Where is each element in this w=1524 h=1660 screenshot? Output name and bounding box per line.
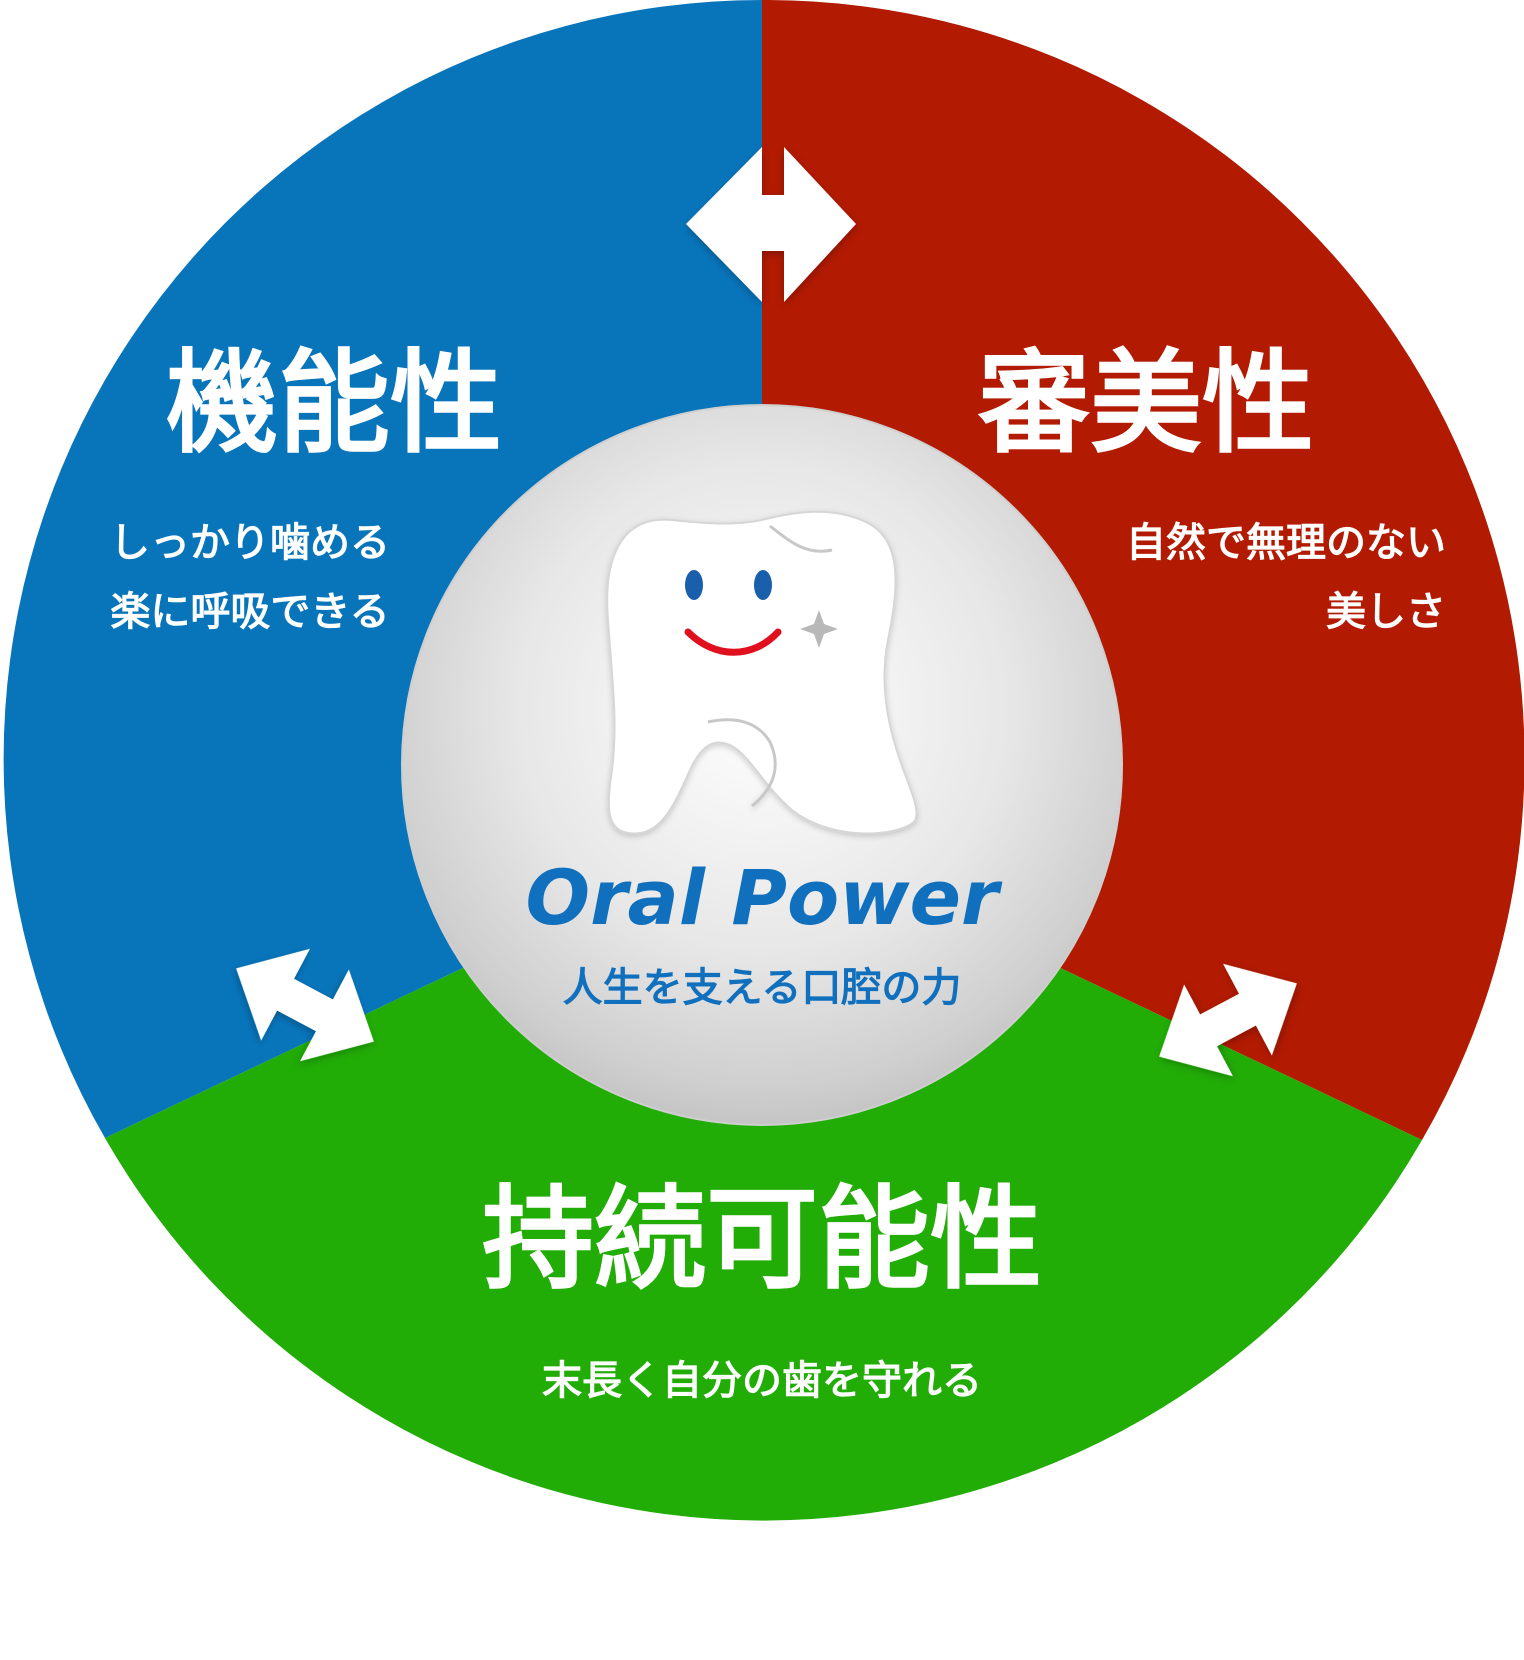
smile-icon [684, 628, 782, 656]
double-arrow-icon [686, 147, 856, 302]
sustainability-title: 持続可能性 [482, 1175, 1042, 1305]
double-arrow-icon [236, 948, 374, 1062]
arrow-right [1159, 963, 1297, 1077]
aesthetics-title: 審美性 [977, 339, 1314, 469]
aesthetics-line-2: 美しさ [1326, 589, 1446, 635]
arrow-left [236, 948, 374, 1062]
left-eye-icon [685, 570, 703, 600]
center-title: Oral Power [525, 853, 1003, 942]
sustainability-segment [105, 826, 1422, 1521]
double-arrow-icon [1159, 963, 1297, 1077]
function-title: 機能性 [166, 339, 502, 469]
arrow-top [686, 147, 856, 302]
smiling-tooth-icon [606, 510, 918, 835]
function-line-2: 楽に呼吸できる [110, 589, 389, 635]
function-line-1: しっかり噛める [110, 520, 390, 566]
outer-ring [3, 0, 1524, 1521]
right-eye-icon [754, 570, 772, 600]
sparkle-icon [800, 610, 838, 648]
center-subtitle: 人生を支える口腔の力 [563, 965, 962, 1011]
aesthetics-line-1: 自然で無理のない [1126, 520, 1446, 566]
sustainability-line-1: 末長く自分の歯を守れる [542, 1358, 982, 1404]
